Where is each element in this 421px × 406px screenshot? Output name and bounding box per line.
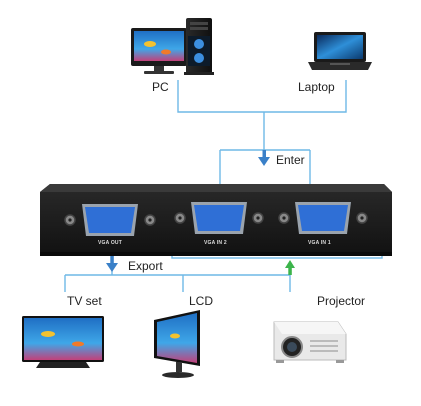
tv-icon (22, 316, 104, 368)
export-arrow-icon (106, 256, 118, 272)
projector-icon (273, 321, 347, 363)
projector-input-arrow-icon (285, 260, 295, 275)
pc-label: PC (152, 80, 169, 94)
tv-set-label: TV set (67, 294, 102, 308)
enter-arrow-icon (258, 150, 270, 166)
projector-label: Projector (317, 294, 366, 308)
pc-line (177, 80, 264, 113)
lcd-monitor-icon (154, 310, 200, 378)
vga-in1-port-icon (278, 202, 368, 234)
laptop-line (264, 80, 347, 113)
lcd-label: LCD (189, 294, 214, 308)
vga-in2-label: VGA IN 2 (204, 240, 227, 246)
vga-out-port-icon (64, 204, 156, 236)
desktop-pc-icon (131, 18, 214, 75)
enter-label: Enter (276, 153, 305, 167)
vga-in2-port-icon (174, 202, 264, 234)
vga-out-label: VGA OUT (98, 240, 122, 246)
vga-switch-icon (40, 184, 392, 256)
laptop-icon (308, 32, 372, 70)
export-label: Export (128, 259, 163, 273)
laptop-label: Laptop (298, 80, 335, 94)
vga-in1-label: VGA IN 1 (308, 240, 331, 246)
